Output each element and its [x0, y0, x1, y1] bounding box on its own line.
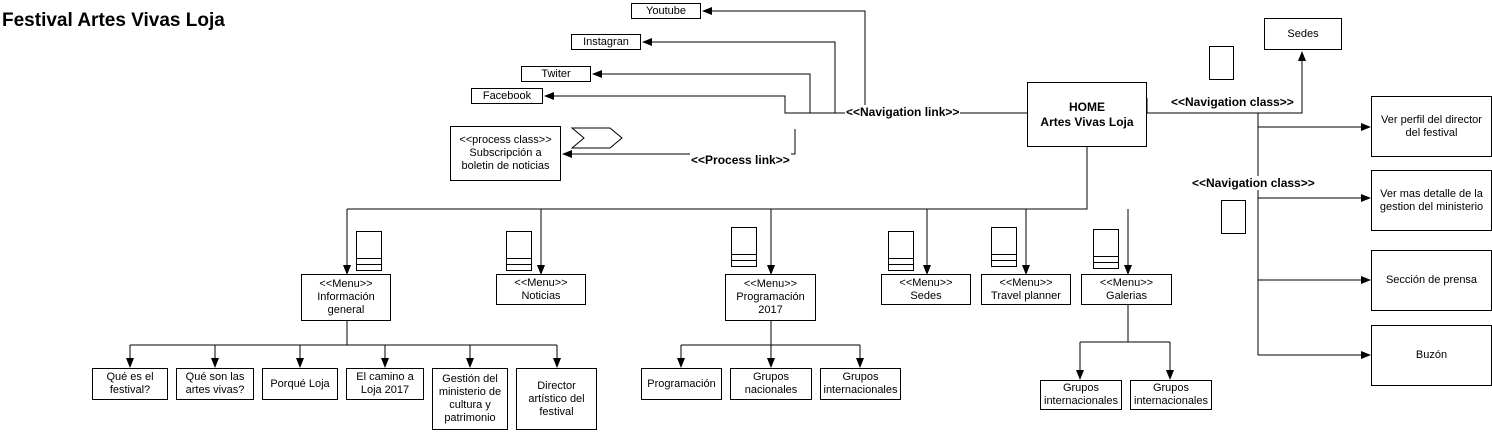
youtube-box[interactable]: Youtube: [631, 3, 701, 19]
connector-instagram: [642, 38, 836, 113]
menu-sedes[interactable]: <<Menu>> Sedes: [881, 274, 971, 305]
seccion-prensa-box[interactable]: Sección de prensa: [1371, 250, 1492, 311]
que-son-artes-vivas-box[interactable]: Qué son las artes vivas?: [176, 368, 254, 400]
perfil-director-box[interactable]: Ver perfil del director del festival: [1371, 96, 1492, 157]
process-subscripcion-box[interactable]: <<process class>> Subscripción a boletin…: [450, 126, 561, 181]
process-link-label: <<Process link>>: [690, 153, 791, 167]
page-icon-right: [1221, 200, 1246, 234]
menu-noticias[interactable]: <<Menu>> Noticias: [496, 274, 586, 305]
director-artistico-box[interactable]: Director artístico del festival: [516, 368, 597, 430]
menu-travel-planner[interactable]: <<Menu>> Travel planner: [981, 274, 1071, 305]
menu-icon-programacion: [731, 227, 757, 267]
instagram-box[interactable]: Instagran: [571, 34, 641, 50]
menu-icon-noticias: [506, 231, 532, 271]
sedes-top-box[interactable]: Sedes: [1264, 18, 1342, 50]
menu-icon-travel: [991, 227, 1017, 267]
home-node[interactable]: HOME Artes Vivas Loja: [1027, 82, 1147, 147]
menu-informacion-general[interactable]: <<Menu>> Información general: [301, 274, 391, 321]
twitter-box[interactable]: Twiter: [521, 66, 591, 82]
porque-loja-box[interactable]: Porqué Loja: [262, 368, 338, 400]
galeria-internacionales-box-2[interactable]: Grupos internacionales: [1130, 380, 1212, 410]
menu-galerias[interactable]: <<Menu>> Galerias: [1081, 274, 1172, 305]
que-es-el-festival-box[interactable]: Qué es el festival?: [92, 368, 168, 400]
camino-loja-box[interactable]: El camino a Loja 2017: [346, 368, 424, 400]
menu-icon-sedes: [888, 231, 914, 271]
menu-programacion[interactable]: <<Menu>> Programación 2017: [725, 274, 816, 321]
connector-youtube: [702, 7, 866, 113]
galeria-internacionales-box-1[interactable]: Grupos internacionales: [1040, 380, 1122, 410]
navigation-link-label: <<Navigation link>>: [845, 105, 961, 119]
detalle-ministerio-box[interactable]: Ver mas detalle de la gestion del minist…: [1371, 170, 1492, 231]
gestion-ministerio-box[interactable]: Gestión del ministerio de cultura y patr…: [432, 368, 508, 430]
menu-icon-galerias: [1093, 229, 1119, 269]
page-icon-top: [1209, 46, 1234, 80]
grupos-internacionales-box[interactable]: Grupos internacionales: [820, 368, 901, 400]
grupos-nacionales-box[interactable]: Grupos nacionales: [730, 368, 812, 400]
connector-process: [562, 129, 796, 158]
programacion-box[interactable]: Programación: [641, 368, 722, 400]
navigation-class-label-right: <<Navigation class>>: [1191, 176, 1316, 190]
connector-menus-trunk: [347, 147, 1088, 210]
process-arrow-icon: [570, 127, 623, 149]
connector-twitter: [592, 70, 811, 113]
facebook-box[interactable]: Facebook: [471, 88, 543, 104]
buzon-box[interactable]: Buzón: [1371, 325, 1492, 386]
connector-sedes-top: [1147, 51, 1306, 114]
navigation-class-label-top: <<Navigation class>>: [1170, 95, 1295, 109]
page-title: Festival Artes Vivas Loja: [2, 10, 225, 31]
menu-icon-info: [356, 231, 382, 271]
